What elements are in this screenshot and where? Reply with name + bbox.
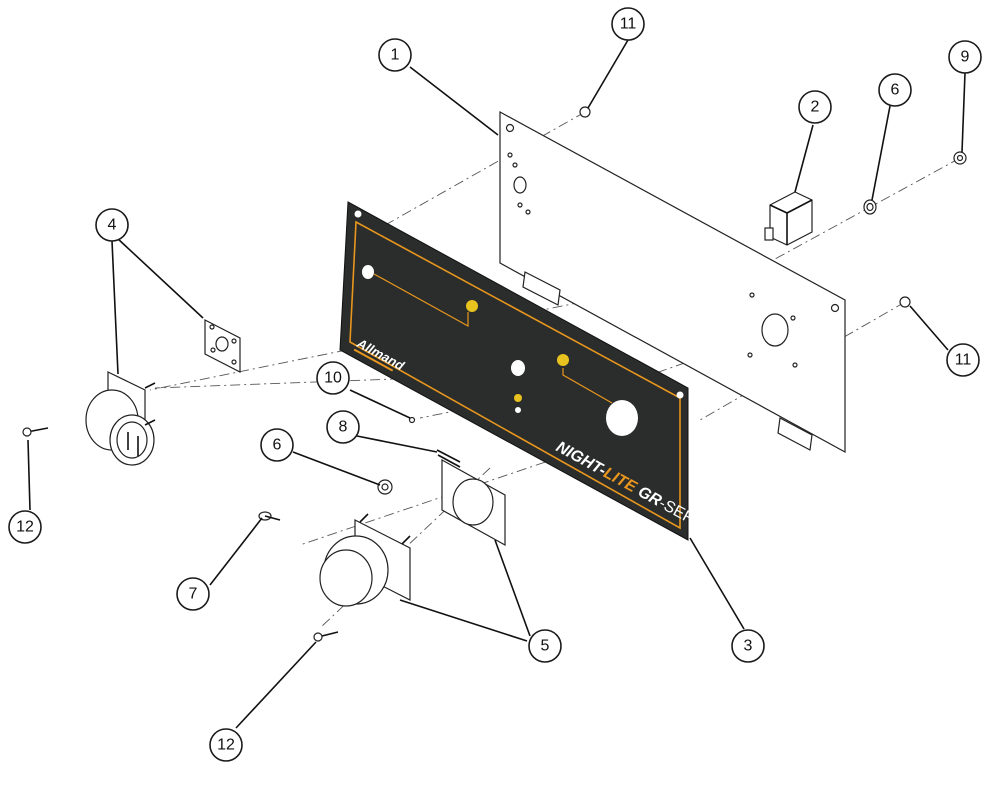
hardware-nuts [377,106,967,495]
callout-4: 4 [95,208,129,242]
receptacle-5 [319,449,506,607]
callouts: 1 2 3 4 5 6 6 7 8 9 10 11 11 12 12 [8,7,982,762]
callout-11b: 11 [946,343,980,377]
svg-text:1: 1 [391,47,400,64]
hardware-screws [22,416,416,642]
callout-3: 3 [731,629,765,663]
svg-text:10: 10 [324,370,342,387]
svg-text:8: 8 [339,419,348,436]
callout-10: 10 [316,361,350,395]
callout-6a: 6 [878,73,912,107]
callout-8: 8 [326,410,360,444]
decal-plate: Allmand NIGHT-LITE GR-SERIES [339,201,720,541]
breaker-switch [764,191,813,246]
svg-text:12: 12 [217,737,235,754]
callout-9: 9 [948,40,982,74]
plug-receptacle-4 [85,319,241,466]
svg-text:5: 5 [541,638,550,655]
svg-text:3: 3 [744,638,753,655]
svg-text:6: 6 [273,437,282,454]
svg-text:4: 4 [108,217,117,234]
callout-1: 1 [378,38,412,72]
svg-text:12: 12 [16,519,34,536]
svg-text:9: 9 [961,49,970,66]
svg-text:11: 11 [955,352,972,369]
svg-text:7: 7 [189,586,198,603]
svg-text:6: 6 [891,82,900,99]
leader-lines [27,39,966,729]
callout-11a: 11 [611,7,645,41]
backing-plate [499,110,846,454]
callout-5: 5 [528,629,562,663]
svg-text:2: 2 [811,99,820,116]
callout-7: 7 [176,577,210,611]
callout-12a: 12 [8,510,42,544]
callout-12b: 12 [209,728,243,762]
callout-2: 2 [798,90,832,124]
callout-6b: 6 [260,428,294,462]
svg-text:11: 11 [620,16,637,33]
